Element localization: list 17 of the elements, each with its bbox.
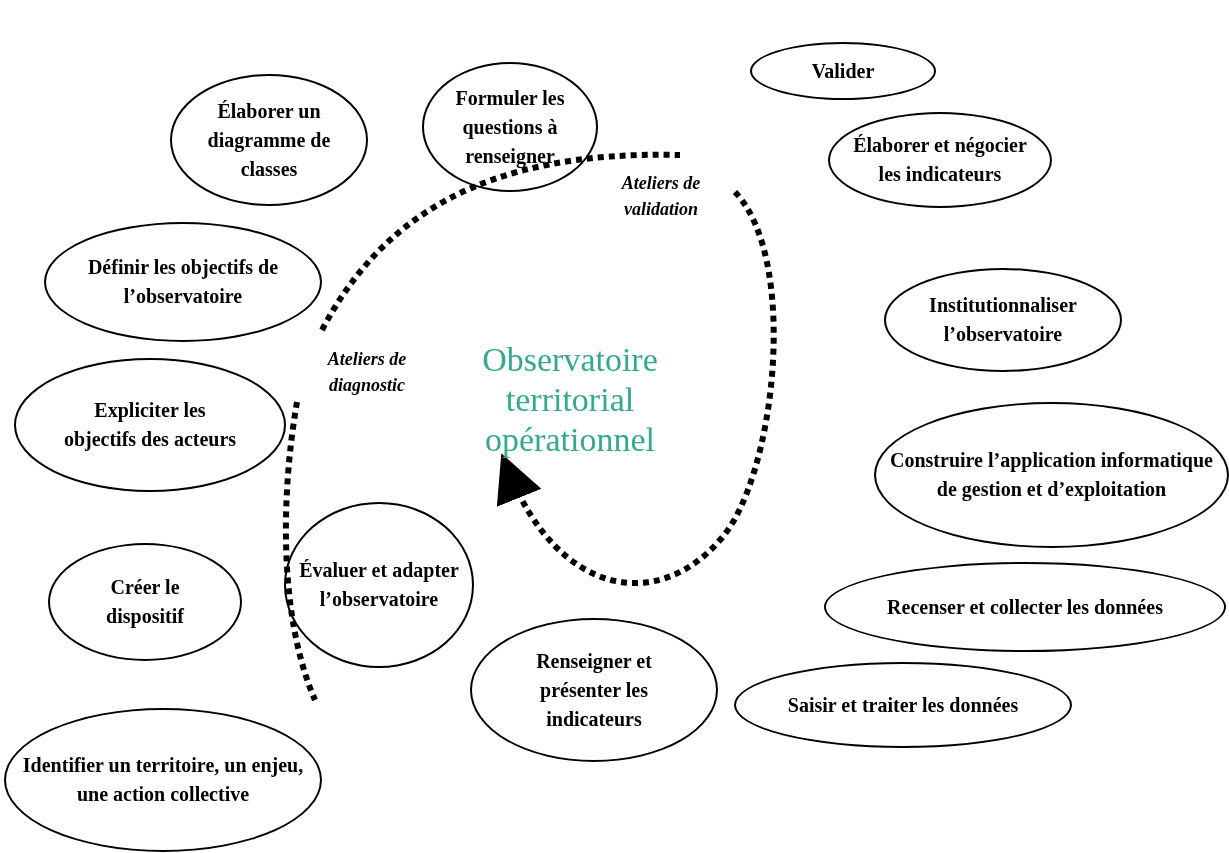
process-ellipse: Élaborer et négocier les indicateurs bbox=[828, 112, 1052, 208]
process-ellipse: Construire l’application informatique de gestion et d’exploitation bbox=[874, 402, 1229, 548]
workshop-label: Ateliers de validation bbox=[620, 172, 702, 221]
process-ellipse: Valider bbox=[750, 42, 936, 100]
center-title: Observatoire territorial opérationnel bbox=[481, 340, 659, 460]
process-ellipse: Expliciter les objectifs des acteurs bbox=[14, 358, 286, 492]
process-ellipse: Élaborer un diagramme de classes bbox=[170, 74, 368, 206]
process-ellipse: Institutionnaliser l’observatoire bbox=[884, 268, 1122, 372]
workshop-label: Ateliers de diagnostic bbox=[326, 348, 408, 397]
process-ellipse: Recenser et collecter les données bbox=[824, 562, 1226, 652]
process-ellipse: Formuler les questions à renseigner bbox=[422, 62, 598, 192]
process-ellipse: Renseigner et présenter les indicateurs bbox=[470, 618, 718, 762]
process-ellipse: Définir les objectifs de l’observatoire bbox=[44, 222, 322, 342]
process-ellipse: Identifier un territoire, un enjeu, une action collective bbox=[4, 708, 322, 852]
process-ellipse: Saisir et traiter les données bbox=[734, 662, 1072, 748]
process-ellipse: Évaluer et adapter l’observatoire bbox=[284, 502, 474, 668]
process-ellipse: Créer le dispositif bbox=[48, 543, 242, 661]
